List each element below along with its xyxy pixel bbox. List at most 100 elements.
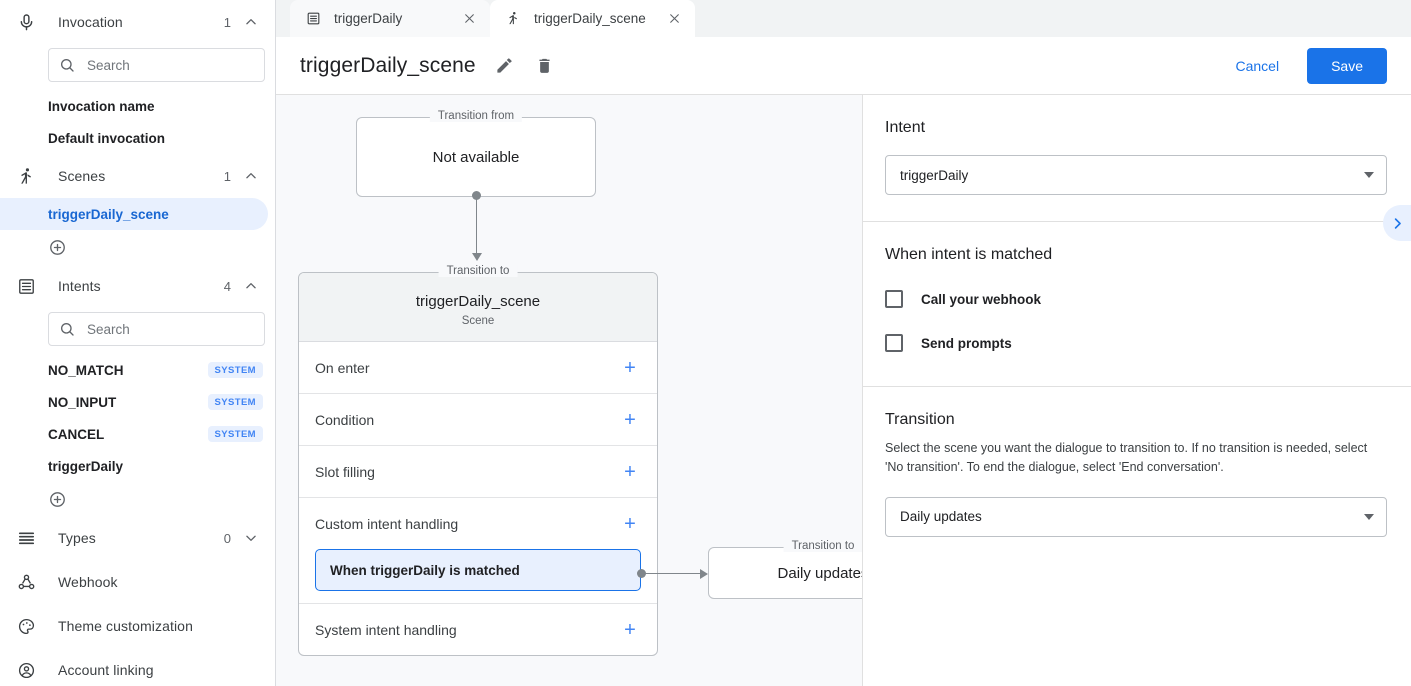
scene-row-system-intent-handling[interactable]: System intent handling + [299, 604, 657, 655]
sidebar-item-webhook[interactable]: Webhook [0, 560, 275, 604]
sidebar-section-invocation[interactable]: Invocation 1 [0, 0, 275, 44]
tab-triggerdaily[interactable]: triggerDaily [290, 0, 490, 37]
tab-triggerdaily-scene[interactable]: triggerDaily_scene [490, 0, 695, 37]
chevron-down-icon[interactable] [243, 530, 259, 546]
page-title: triggerDaily_scene [300, 53, 476, 77]
sidebar-item-label: Invocation name [48, 98, 155, 114]
pencil-icon[interactable] [494, 55, 516, 77]
checkbox-row-call-your-webhook[interactable]: Call your webhook [885, 282, 1387, 316]
sidebar-item-cancel[interactable]: CANCEL SYSTEM [0, 418, 275, 450]
palette-icon [14, 614, 38, 638]
intent-section: Intent triggerDaily [863, 95, 1411, 221]
sidebar-section-count: 1 [223, 168, 231, 184]
intents-list-icon [14, 274, 38, 298]
chevron-up-icon[interactable] [243, 14, 259, 30]
transition-from-value: Not available [432, 148, 520, 166]
intent-handler-chip[interactable]: When triggerDaily is matched [315, 549, 641, 591]
account-circle-icon [14, 658, 38, 682]
sidebar-section-scenes[interactable]: Scenes 1 [0, 154, 275, 198]
sidebar-section-types[interactable]: Types 0 [0, 516, 275, 560]
scene-row-label: System intent handling [315, 621, 457, 638]
add-on-enter-button[interactable]: + [624, 356, 636, 379]
scene-row-condition[interactable]: Condition + [299, 394, 657, 446]
transition-to-legend: Transition to [783, 540, 862, 552]
intent-select[interactable]: triggerDaily [885, 155, 1387, 195]
add-condition-button[interactable]: + [624, 408, 636, 431]
scene-row-label: Custom intent handling [315, 515, 459, 532]
sidebar-item-label: Default invocation [48, 130, 166, 146]
close-icon[interactable] [665, 10, 683, 28]
sidebar-item-account-linking[interactable]: Account linking [0, 648, 275, 686]
sidebar-section-label: Intents [58, 278, 101, 294]
title-bar: triggerDaily_scene Cancel Save [276, 37, 1411, 95]
scene-person-icon [14, 164, 38, 188]
checkbox-send-prompts[interactable] [885, 334, 903, 352]
checkbox-row-send-prompts[interactable]: Send prompts [885, 326, 1387, 360]
search-icon [60, 323, 74, 336]
plus-circle-icon [50, 239, 65, 255]
intents-search-box[interactable] [48, 312, 265, 346]
scene-card-header[interactable]: triggerDaily_scene Scene [299, 273, 657, 342]
intent-handler-label: When triggerDaily is matched [330, 562, 520, 578]
search-icon [60, 58, 74, 72]
connector-arrow-right [700, 568, 708, 579]
when-intent-matched-section: When intent is matched Call your webhook… [863, 221, 1411, 386]
sidebar-section-count: 0 [223, 530, 231, 546]
scene-row-on-enter[interactable]: On enter + [299, 342, 657, 394]
types-lines-icon [14, 526, 38, 550]
scene-icon [506, 11, 524, 26]
sidebar-section-intents[interactable]: Intents 4 [0, 264, 275, 308]
add-scene-button[interactable] [0, 230, 275, 264]
sidebar-item-label: Webhook [58, 574, 118, 590]
sidebar-item-triggerdaily-scene[interactable]: triggerDaily_scene [0, 198, 268, 230]
add-intent-button[interactable] [0, 482, 275, 516]
trash-icon[interactable] [534, 55, 556, 77]
intents-search-input[interactable] [85, 320, 254, 338]
save-button[interactable]: Save [1307, 47, 1387, 84]
scene-row-label: Slot filling [315, 463, 375, 480]
sidebar-item-no-input[interactable]: NO_INPUT SYSTEM [0, 386, 275, 418]
tab-strip: triggerDaily triggerDaily_scene [276, 0, 1411, 37]
chevron-up-icon[interactable] [243, 278, 259, 294]
transition-target-value: Daily updates [777, 564, 862, 582]
chevron-up-icon[interactable] [243, 168, 259, 184]
sidebar-item-invocation-name[interactable]: Invocation name [0, 90, 275, 122]
microphone-icon [14, 10, 38, 34]
add-slot-filling-button[interactable]: + [624, 460, 636, 483]
add-system-intent-handler-button[interactable]: + [624, 618, 636, 641]
invocation-search-box[interactable] [48, 48, 265, 82]
sidebar-section-label: Scenes [58, 168, 106, 184]
scene-row-custom-intent-handling[interactable]: Custom intent handling + When triggerDai… [299, 498, 657, 604]
tab-label: triggerDaily_scene [534, 11, 646, 26]
scene-row-slot-filling[interactable]: Slot filling + [299, 446, 657, 498]
checkbox-label: Send prompts [921, 335, 1012, 351]
transition-from-legend: Transition from [429, 110, 523, 122]
sidebar-item-triggerdaily[interactable]: triggerDaily [0, 450, 275, 482]
checkbox-call-your-webhook[interactable] [885, 290, 903, 308]
intent-icon [306, 11, 324, 26]
sidebar-section-count: 1 [223, 14, 231, 30]
status-badge: SYSTEM [207, 426, 263, 442]
sidebar-item-no-match[interactable]: NO_MATCH SYSTEM [0, 354, 275, 386]
transition-heading: Transition [885, 411, 955, 428]
add-custom-intent-handler-button[interactable]: + [624, 512, 636, 535]
chevron-down-icon [1364, 513, 1374, 520]
lower-split: Transition from Not available Transition… [276, 95, 1411, 686]
transition-target-node[interactable]: Transition to Daily updates [708, 540, 862, 599]
status-badge: SYSTEM [207, 394, 263, 410]
sidebar-item-default-invocation[interactable]: Default invocation [0, 122, 275, 154]
transition-from-node[interactable]: Transition from Not available [356, 110, 596, 197]
sidebar-item-label: NO_INPUT [48, 394, 117, 410]
invocation-search-input[interactable] [85, 56, 254, 74]
connector-line [642, 573, 700, 574]
collapse-panel-button[interactable] [1383, 205, 1411, 241]
transition-select[interactable]: Daily updates [885, 496, 1387, 537]
close-icon[interactable] [460, 10, 478, 28]
sidebar-item-theme-customization[interactable]: Theme customization [0, 604, 275, 648]
scene-row-label: On enter [315, 359, 370, 376]
sidebar-item-label: triggerDaily_scene [48, 206, 169, 222]
scene-graph-canvas[interactable]: Transition from Not available Transition… [276, 95, 862, 686]
transition-section: Transition Select the scene you want the… [863, 386, 1411, 563]
cancel-button[interactable]: Cancel [1221, 50, 1293, 82]
